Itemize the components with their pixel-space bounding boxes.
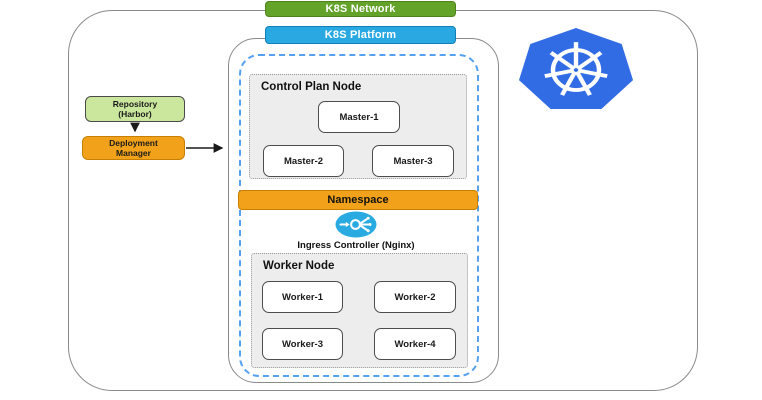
worker-3-box: Worker-3 <box>262 328 343 360</box>
ingress-icon <box>335 211 377 238</box>
worker-2-box: Worker-2 <box>374 281 456 313</box>
control-plane-title: Control Plan Node <box>261 81 362 93</box>
ingress-controller-label: Ingress Controller (Nginx) <box>297 240 415 251</box>
worker-1-box: Worker-1 <box>262 281 343 313</box>
master-2-box: Master-2 <box>263 145 344 177</box>
kubernetes-logo-icon <box>519 28 633 109</box>
repository-box: Repository (Harbor) <box>85 96 185 122</box>
master-3-box: Master-3 <box>372 145 454 177</box>
deployment-manager-box: Deployment Manager <box>82 136 185 160</box>
namespace-banner: Namespace <box>238 190 478 210</box>
worker-node-title: Worker Node <box>263 260 335 272</box>
namespace-dashed-boundary <box>239 54 479 377</box>
worker-4-box: Worker-4 <box>374 328 456 360</box>
network-banner: K8S Network <box>265 1 456 17</box>
platform-banner: K8S Platform <box>265 26 456 44</box>
master-1-box: Master-1 <box>318 101 400 133</box>
